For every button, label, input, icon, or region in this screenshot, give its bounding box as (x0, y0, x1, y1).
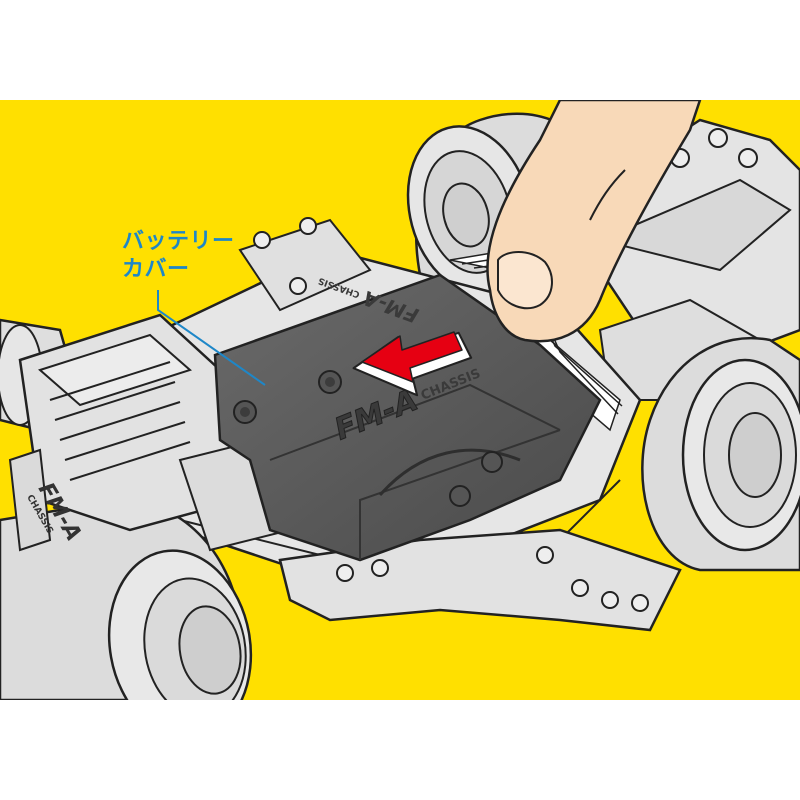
arrow-left-down-icon (352, 331, 473, 397)
callout-leader-line (157, 290, 266, 386)
front-bumper (278, 528, 682, 632)
callout-line-1: バッテリー (122, 229, 235, 254)
front-left-wheel (0, 498, 253, 700)
rear-right-wheel (641, 336, 800, 572)
battery-cover-callout: バッテリー カバー (122, 228, 235, 284)
callout-line-2: カバー (122, 257, 190, 282)
hand-finger-icon (486, 100, 702, 343)
chassis-illustration: FM-A CHASSIS (0, 100, 800, 700)
battery-cover: FM-A CHASSIS FM-A CHASSIS (213, 273, 602, 562)
yellow-background-panel: FM-A CHASSIS (0, 100, 800, 700)
motor-block: FM-A CHASSIS (8, 313, 292, 552)
